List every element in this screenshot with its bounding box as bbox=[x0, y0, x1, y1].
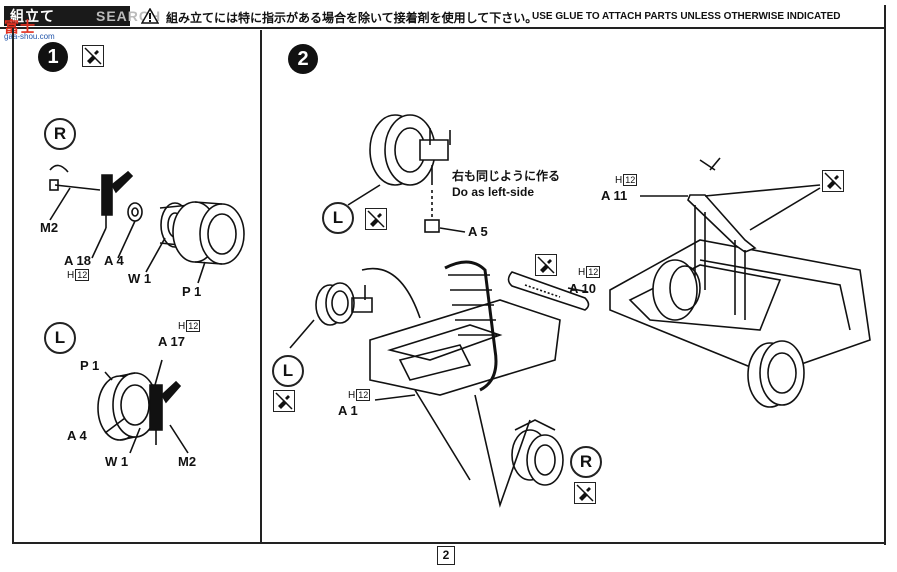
glue-notice-en: USE GLUE TO ATTACH PARTS UNLESS OTHERWIS… bbox=[532, 11, 841, 22]
label-a17: A 17 bbox=[158, 334, 185, 349]
h-prefix: H bbox=[578, 267, 586, 278]
h-prefix: H bbox=[615, 175, 623, 186]
h-prefix: H bbox=[348, 390, 356, 401]
glue-icon bbox=[535, 254, 557, 276]
h-number-box: 12 bbox=[75, 269, 90, 281]
glue-notice-jp: 組み立てには特に指示がある場合を除いて接着剤を使用して下さい。 bbox=[166, 11, 538, 25]
glue-icon bbox=[273, 390, 295, 412]
label-p1: P 1 bbox=[182, 284, 202, 299]
h-prefix: H bbox=[67, 270, 75, 281]
label-a10: A 10 bbox=[569, 281, 596, 296]
label-m2: M2 bbox=[40, 220, 59, 235]
glue-icon bbox=[822, 170, 844, 192]
left-side-marker: L bbox=[44, 322, 76, 354]
site-logo: 富士 gaa-shou.com bbox=[0, 16, 70, 44]
logo-main-text: 富士 bbox=[4, 19, 37, 36]
label-p1-left: P 1 bbox=[80, 358, 100, 373]
step-2-number: 2 bbox=[288, 44, 318, 74]
right-wheel-marker: R bbox=[570, 446, 602, 478]
step-divider bbox=[260, 30, 262, 542]
same-as-left-note-jp: 右も同じように作る bbox=[452, 169, 561, 183]
screw-m2-right bbox=[49, 179, 101, 191]
left-wheel-marker-top: L bbox=[322, 202, 354, 234]
h-number-box: 12 bbox=[623, 174, 638, 186]
right-side-marker: R bbox=[44, 118, 76, 150]
frame-right-border bbox=[884, 5, 886, 545]
glue-icon bbox=[82, 45, 104, 67]
h-number-box: 12 bbox=[186, 320, 201, 332]
label-a1: A 1 bbox=[338, 403, 358, 418]
warning-icon bbox=[141, 8, 159, 24]
label-a4: A 4 bbox=[104, 253, 124, 268]
page-number: 2 bbox=[437, 546, 455, 565]
frame-left-border bbox=[12, 28, 14, 544]
glue-icon bbox=[365, 208, 387, 230]
label-a11: A 11 bbox=[601, 188, 628, 203]
glue-icon bbox=[574, 482, 596, 504]
h-number-box: 12 bbox=[586, 266, 601, 278]
label-a18: A 18 bbox=[64, 253, 91, 268]
label-a4-left: A 4 bbox=[67, 428, 87, 443]
section-title: 組立て bbox=[4, 6, 130, 26]
upright-a18 bbox=[101, 170, 134, 228]
h-prefix: H bbox=[178, 321, 186, 332]
label-w1: W 1 bbox=[128, 271, 152, 286]
same-as-left-note-en: Do as left-side bbox=[452, 185, 535, 199]
h-number-box: 12 bbox=[356, 389, 371, 401]
logo-sub-text: gaa-shou.com bbox=[4, 32, 55, 41]
header-bar: 組立て SEARCH 組み立てには特に指示がある場合を除いて接着剤を使用して下さ… bbox=[0, 5, 886, 29]
label-a5: A 5 bbox=[468, 224, 488, 239]
step-1-number: 1 bbox=[38, 42, 68, 72]
label-m2-left: M2 bbox=[178, 454, 197, 469]
left-wheel-marker-bottom: L bbox=[272, 355, 304, 387]
frame-bottom-border bbox=[12, 542, 886, 544]
label-w1-left: W 1 bbox=[105, 454, 129, 469]
